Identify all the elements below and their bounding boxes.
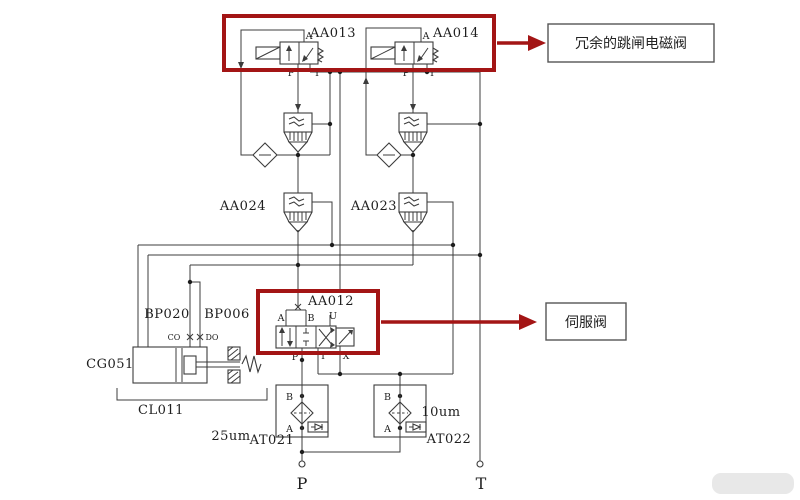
servo-valve-highlight-box: [256, 289, 380, 355]
servo-port-x: X: [343, 351, 350, 362]
filter-at022: B A 10um AT022: [373, 384, 472, 447]
at021-port-b: B: [286, 392, 293, 403]
servo-port-t: T: [320, 351, 327, 362]
flow-arrow-down: [295, 104, 301, 111]
aa014-port-t: T: [429, 68, 436, 79]
at021-label: AT021: [249, 433, 295, 448]
trip-solenoid-valve-aa014: AA014 A P T: [370, 26, 479, 79]
trip-solenoid-valve-aa013: AA013 A P T: [255, 26, 356, 79]
watermark-blob: [712, 473, 794, 494]
servo-port-b: B: [308, 313, 315, 324]
aa013-port-p: P: [288, 68, 295, 79]
cartridge-valve-aa024: AA024: [219, 192, 313, 233]
aa024-label: AA024: [219, 199, 266, 214]
trip-solenoid-highlight-box: [222, 14, 496, 72]
flow-arrow-down: [238, 62, 244, 69]
cylinder-cg051: CG051 CO DO: [86, 333, 262, 384]
at022-port-b: B: [384, 392, 391, 403]
flow-arrow-down: [410, 104, 416, 111]
servo-valve-aa012: AA012 A B U P T X: [275, 294, 355, 363]
servo-annotation-text: 伺服阀: [565, 315, 607, 331]
aa013-label: AA013: [309, 26, 356, 41]
aa023-label: AA023: [350, 199, 397, 214]
trip-annotation-labelbox: 冗余的跳闸电磁阀: [547, 23, 715, 63]
at022-port-a: A: [383, 424, 391, 435]
servo-port-u: U: [329, 311, 337, 322]
cartridge-valve-upper-left: [283, 112, 313, 153]
port-p-label: P: [297, 474, 308, 493]
at022-rating: 10um: [421, 405, 460, 420]
aa012-label: AA012: [307, 294, 354, 309]
filter-at021: B A 25um AT021: [211, 384, 329, 448]
bp020-label: BP020: [144, 307, 190, 322]
check-valve-right: [376, 142, 402, 168]
cl011-bracket: CL011: [116, 388, 268, 418]
aa013-port-a: A: [305, 31, 313, 42]
piping-lines: [137, 27, 481, 461]
junction-dots: [187, 69, 483, 455]
at021-port-a: A: [285, 424, 293, 435]
do-marker: DO: [206, 333, 219, 342]
servo-port-a: A: [277, 313, 285, 324]
aa014-port-p: P: [403, 68, 410, 79]
bp006-label: BP006: [204, 307, 250, 322]
servo-port-p: P: [292, 352, 299, 363]
aa013-port-t: T: [314, 68, 321, 79]
servo-annotation-arrow: [381, 314, 537, 330]
at022-label: AT022: [426, 432, 472, 447]
port-t-label: T: [476, 474, 487, 493]
flow-arrow-up: [363, 77, 369, 84]
servo-annotation-labelbox: 伺服阀: [545, 302, 627, 341]
pressure-port: P: [297, 460, 308, 493]
cl011-label: CL011: [138, 403, 184, 418]
cartridge-valve-aa023: AA023: [350, 192, 428, 233]
aa014-label: AA014: [432, 26, 479, 41]
co-marker: CO: [168, 333, 181, 342]
at021-rating: 25um: [211, 429, 250, 444]
check-valve-left: [252, 142, 278, 168]
cg051-label: CG051: [86, 357, 134, 372]
tank-port: T: [476, 460, 487, 493]
trip-annotation-text: 冗余的跳闸电磁阀: [575, 35, 687, 52]
trip-annotation-arrow: [497, 35, 546, 51]
cartridge-valve-upper-right: [398, 112, 428, 153]
aa014-port-a: A: [422, 31, 430, 42]
